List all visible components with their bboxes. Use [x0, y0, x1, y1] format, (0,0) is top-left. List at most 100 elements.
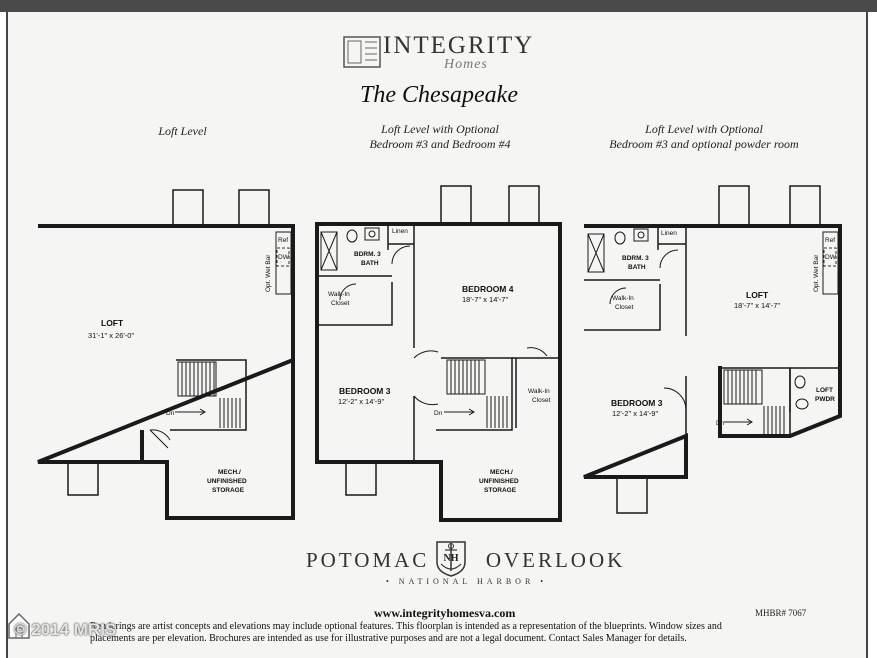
- house-watermark-icon: [8, 612, 30, 639]
- plan-1-loft-label: LOFT: [101, 318, 124, 328]
- plan-2-bath-line2: BATH: [361, 260, 379, 267]
- plan-3-ref-label: Ref: [825, 237, 835, 244]
- plan-3-label-line1: Loft Level with Optional: [645, 122, 763, 136]
- plan-2-closet1-line2: Closet: [331, 300, 350, 307]
- plan-3-pwdr-sink-icon: [794, 375, 806, 389]
- window-bay-4: [440, 185, 472, 225]
- plan-3-dw-label: DW: [825, 254, 837, 261]
- plan-3-pwdr-line1: LOFT: [816, 387, 833, 394]
- logo-emblem-icon: [343, 36, 381, 68]
- plan-2-linen: [387, 224, 414, 250]
- plan-2-stair-walls: [436, 357, 513, 431]
- plan-2-sink-icon: [364, 227, 380, 241]
- community-name-right: OVERLOOK: [485, 548, 626, 572]
- mris-watermark: © 2014 MRIS: [14, 620, 117, 639]
- plan-2-bedroom4-label: BEDROOM 4: [462, 284, 514, 294]
- plan-3-linen-label: Linen: [661, 230, 677, 237]
- plan-3-bedroom3-label: BEDROOM 3: [611, 398, 663, 408]
- plan-3-closet1-line2: Closet: [615, 304, 634, 311]
- plan-2-outer-wall: [315, 222, 562, 522]
- plan-1-ref-label: Ref: [278, 237, 288, 244]
- window-bay-6: [345, 461, 377, 496]
- plan-1: Dn Opt. Wet Bar Ref DW LOFT 31'-1" x 26'…: [37, 189, 295, 520]
- window-bay-1: [172, 189, 204, 227]
- disclaimer-line2: placements are per elevation. Brochures …: [90, 633, 687, 644]
- plan-2-closet1-line1: Walk-In: [328, 291, 350, 298]
- plan-2-closet2-wall: [512, 357, 560, 428]
- plan-2-label-line2: Bedroom #3 and Bedroom #4: [369, 137, 511, 151]
- plan-1-mech-line2: UNFINISHED: [207, 478, 247, 485]
- plan-2-stair-treads: [450, 360, 508, 428]
- mhbr-number: MHBR# 7067: [755, 608, 807, 618]
- plan-2-closet2-line1: Walk-In: [528, 388, 550, 395]
- plan-2-bath-line1: BDRM. 3: [354, 251, 381, 258]
- plan-3-linen: [657, 226, 686, 250]
- plan-3-bath-line2: BATH: [628, 264, 646, 271]
- community-name: POTOMAC OVERLOOK: [306, 548, 625, 573]
- brand-sub: Homes: [444, 57, 488, 72]
- plan-1-outer-wall: [37, 224, 295, 520]
- plan-3-bedroom3-dims: 12'-2" x 14'-9": [612, 409, 658, 418]
- plan-3-shower: [587, 233, 605, 273]
- window-bay-2: [238, 189, 270, 227]
- community-name-left: POTOMAC: [306, 548, 430, 572]
- plan-3-sink-icon: [633, 228, 649, 242]
- floor-plans-drawing: .w{fill:none;stroke:#1a1a1a;stroke-width…: [37, 185, 842, 522]
- plan-2-mech-line3: STORAGE: [484, 487, 517, 494]
- plan-2-mech-line1: MECH./: [490, 469, 513, 476]
- plan-1-label-line1: Loft Level: [158, 124, 207, 138]
- plan-2-bedroom4-dims: 18'-7" x 14'-7": [462, 295, 508, 304]
- window-bay-7: [718, 185, 750, 227]
- plan-1-mech-line3: STORAGE: [212, 487, 245, 494]
- plan-1-door: [149, 429, 171, 449]
- plan-3-dn-label: Dn: [716, 420, 725, 427]
- plan-3: Dn Opt. Wet Bar Ref DW BDRM. 3 BATH Line…: [583, 185, 842, 514]
- plan-1-dw-label: DW: [278, 254, 290, 261]
- plan-1-wet-bar: [275, 231, 292, 295]
- plan-2-toilet-icon: [346, 229, 358, 243]
- plan-2-closet2-line2: Closet: [532, 397, 551, 404]
- website-url[interactable]: www.integrityhomesva.com: [374, 606, 516, 620]
- plan-2-bedroom3-dims: 12'-2" x 14'-9": [338, 397, 384, 406]
- brand-name: INTEGRITY: [383, 32, 535, 59]
- plan-3-bath-closet-walls: [584, 279, 661, 331]
- community-sub: • NATIONAL HARBOR •: [386, 577, 548, 586]
- plan-3-outer-wall: [583, 224, 842, 479]
- disclaimer: Renderings are artist concepts and eleva…: [90, 621, 810, 645]
- plan-1-stair-treads: [181, 362, 241, 428]
- plan-2-bedroom3-label: BEDROOM 3: [339, 386, 391, 396]
- plan-3-label-line2: Bedroom #3 and optional powder room: [609, 137, 799, 151]
- plan-3-wetbar-label: Opt. Wet Bar: [813, 254, 820, 292]
- plan-2: Dn BDRM. 3 BATH Linen Walk-In Closet BED…: [315, 185, 562, 522]
- model-title: The Chesapeake: [360, 82, 518, 108]
- plan-3-loft-label: LOFT: [746, 290, 769, 300]
- plan-1-wetbar-label: Opt. Wet Bar: [265, 254, 272, 292]
- plan-3-loft-dims: 18'-7" x 14'-7": [734, 301, 780, 310]
- disclaimer-line1: Renderings are artist concepts and eleva…: [90, 621, 722, 632]
- window-bay-8: [789, 185, 821, 227]
- plan-3-pwdr-walls: [789, 367, 840, 412]
- plan-2-dn-label: Dn: [434, 410, 443, 417]
- plan-2-label-line1: Loft Level with Optional: [381, 122, 499, 136]
- plan-1-dn-label: Dn: [166, 410, 175, 417]
- top-border: [0, 0, 877, 12]
- plan-3-pwdr-line2: PWDR: [815, 396, 835, 403]
- plan-3-stair-treads: [727, 370, 785, 434]
- window-bay-9: [616, 476, 648, 514]
- plan-3-bath-line1: BDRM. 3: [622, 255, 649, 262]
- plan-2-linen-label: Linen: [392, 228, 408, 235]
- plan-1-mech-line1: MECH./: [218, 469, 241, 476]
- window-bay-3: [67, 461, 99, 496]
- badge-text: NH: [444, 553, 459, 564]
- plan-1-stair-walls: [170, 359, 247, 431]
- window-bay-5: [508, 185, 540, 225]
- plan-1-loft-dims: 31'-1" x 26'-0": [88, 331, 134, 340]
- plan-2-bath-closet-walls: [317, 275, 393, 326]
- plan-2-mech-line2: UNFINISHED: [479, 478, 519, 485]
- plan-3-closet1-line1: Walk-In: [612, 295, 634, 302]
- plan-3-toilet-icon: [614, 231, 626, 245]
- plan-1-label: Loft Level: [100, 124, 265, 139]
- plan-1-stair-upper: [177, 361, 217, 397]
- anchor-badge-icon: NH: [436, 541, 466, 577]
- plan-3-label: Loft Level with Optional Bedroom #3 and …: [590, 122, 818, 152]
